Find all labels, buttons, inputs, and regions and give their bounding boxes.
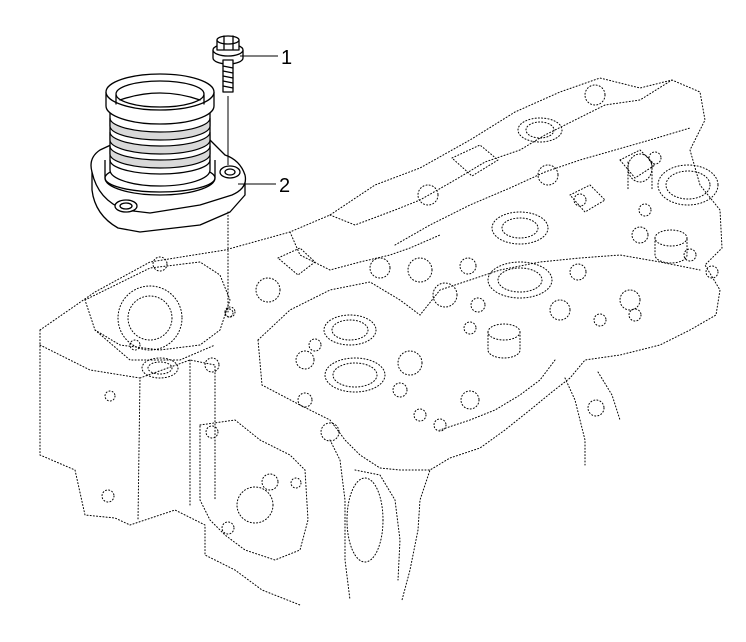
cylinder-head-phantom bbox=[39, 77, 723, 606]
cylinder-head-ports bbox=[101, 84, 719, 563]
cylinder-head-bosses bbox=[487, 161, 688, 359]
callout-1-number: 1 bbox=[281, 47, 292, 69]
callout-2: 2 bbox=[238, 175, 290, 197]
bolt bbox=[212, 35, 244, 93]
callout-1: 1 bbox=[240, 47, 292, 69]
bolt-target-hole bbox=[224, 308, 234, 318]
callout-2-number: 2 bbox=[279, 175, 290, 197]
water-outlet-flange bbox=[90, 73, 247, 233]
